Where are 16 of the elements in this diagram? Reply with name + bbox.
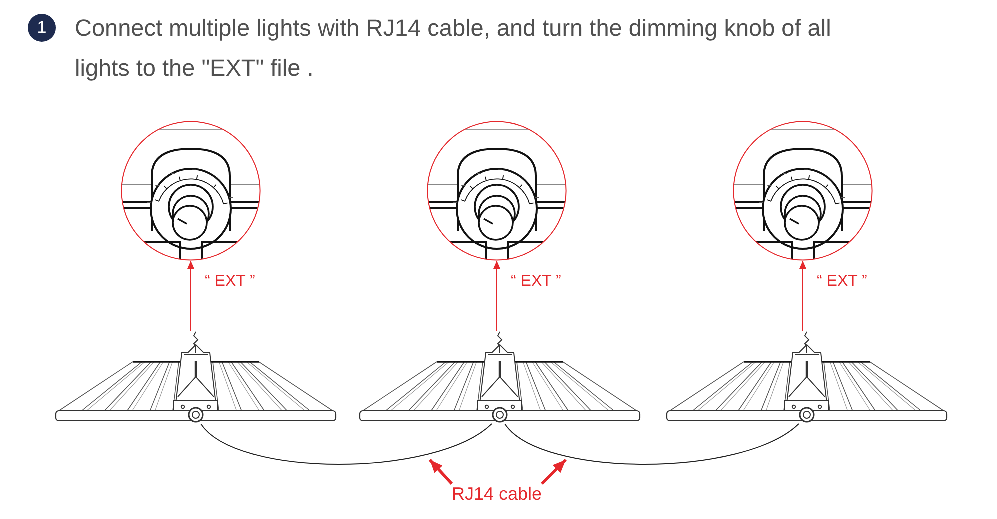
cable-line [504,424,800,465]
arrow [800,260,806,332]
grow-light-drawing [359,331,641,424]
instruction-text: Connect multiple lights with RJ14 cable, and turn the dimming knob of all lights to the "EXT" file . [75,14,832,83]
grow-light-drawing [666,331,948,424]
cable-line [200,424,492,465]
grow-light-drawing [55,331,337,424]
step-number: 1 [28,14,56,42]
dimming-knob-closeup [121,121,261,261]
dimming-knob-closeup [427,121,567,261]
dimming-knob-closeup [733,121,873,261]
leader-arrow [541,458,568,486]
arrow [188,260,194,332]
leader-arrow [428,458,454,486]
callout-text: RJ14 cable [452,484,542,504]
arrow [494,260,500,332]
